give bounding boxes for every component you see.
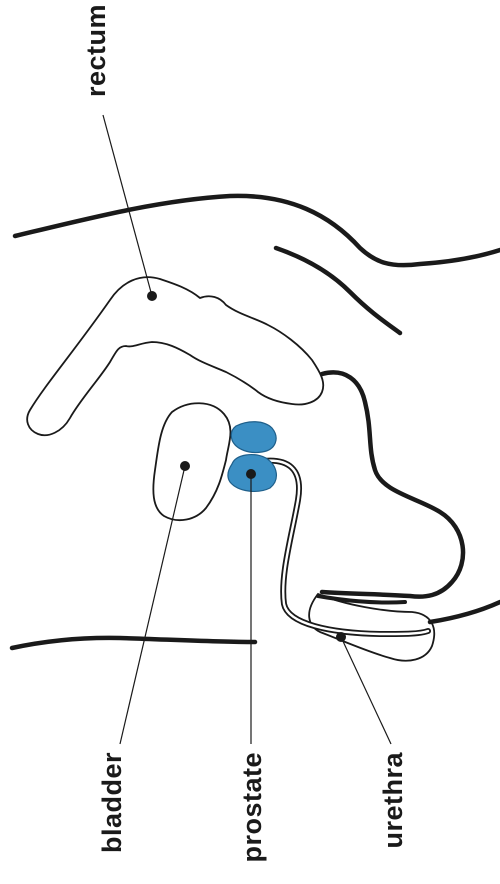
prostate-leader [246,469,256,744]
thigh-contour [430,602,500,622]
label-rectum: rectum [81,4,111,97]
bladder-shape [153,403,230,520]
label-bladder: bladder [97,752,127,853]
label-prostate: prostate [237,752,267,863]
urethra-outer [256,461,428,634]
abdomen-contour [12,638,255,648]
prostate-upper-lobe [231,422,276,453]
back-contour [15,196,500,265]
label-urethra: urethra [378,752,408,849]
urethra-inner [256,461,428,634]
perineum-contour [322,372,463,596]
